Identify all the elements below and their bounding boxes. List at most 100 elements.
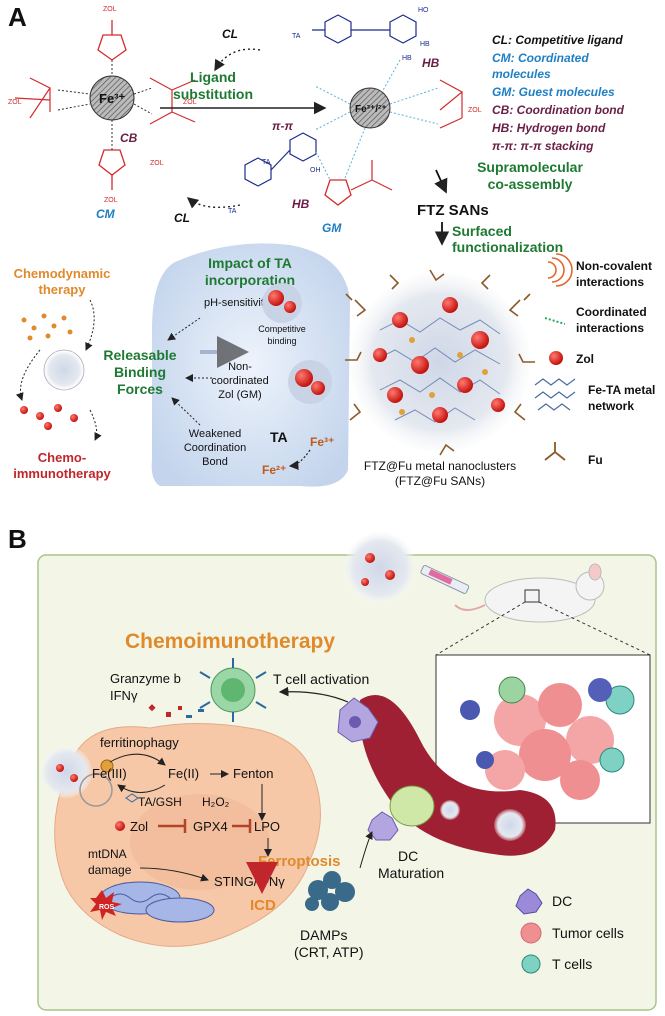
chemo-immunotherapy: Chemo-	[38, 450, 86, 465]
zol-label: ZOL	[183, 99, 197, 106]
damps-icon	[305, 871, 355, 911]
legend-hb: HB: Hydrogen bond	[492, 121, 606, 135]
legend-tcells: T cells	[552, 956, 592, 972]
chemodynamic-therapy: therapy	[39, 282, 87, 297]
hb-atom: HB	[402, 55, 412, 62]
ferritinophagy: ferritinophagy	[100, 735, 179, 750]
impact-title: incorporation	[205, 272, 295, 288]
zol-label: ZOL	[468, 107, 482, 114]
cl-bottom-label: CL	[174, 211, 190, 225]
zol-label: ZOL	[103, 6, 117, 13]
ph-sensitivity: pH-sensitivity	[204, 297, 270, 309]
legend-cm: CM: Coordinated	[492, 51, 589, 65]
fe-ta-network-icon	[534, 378, 576, 411]
nano-caption: (FTZ@Fu SANs)	[395, 474, 485, 488]
damps-label: DAMPs	[300, 927, 347, 943]
non-coordinated-zol: coordinated	[211, 375, 269, 387]
ftz-sans-label: FTZ SANs	[417, 202, 489, 219]
non-coordinated-zol: Non-	[228, 361, 252, 373]
dc-cell-top	[337, 697, 379, 743]
ta-gsh: TA/GSH	[138, 795, 182, 809]
legend-fe-ta: Fe-TA metal	[588, 383, 655, 397]
panel-a-right-legend: Non-covalent interactions Coordinated in…	[534, 253, 655, 467]
weakened-bond: Weakened	[189, 428, 241, 440]
legend-coordinated: interactions	[576, 321, 644, 335]
small-nanocluster	[43, 349, 85, 391]
coordinated-icon	[544, 317, 566, 325]
fe3-label: Fe³⁺	[310, 435, 334, 449]
hb-top-label: HB	[422, 56, 440, 70]
legend-zol: Zol	[576, 352, 594, 366]
cb-label: CB	[120, 131, 138, 145]
panel-a-legend: CL: Competitive ligand CM: Coordinated m…	[492, 33, 625, 153]
competitive-binding: Competitive	[258, 324, 306, 334]
panel-a-label: A	[8, 2, 27, 32]
fenton: Fenton	[233, 766, 273, 781]
surfaced-title: Surfaced	[452, 223, 512, 239]
t-cell-activation: T cell activation	[273, 671, 369, 687]
cm-label: CM	[96, 207, 116, 221]
dc-maturation: DC	[398, 848, 418, 864]
ros-label: ROS	[99, 904, 115, 911]
fe2-b: Fe(II)	[168, 766, 199, 781]
ligand-substitution-title: Ligand	[190, 69, 236, 85]
zol-icon	[549, 351, 563, 365]
ta-atom: TA	[292, 33, 301, 40]
chemo-immunotherapy: immunotherapy	[13, 466, 111, 481]
non-coordinated-zol: Zol (GM)	[218, 389, 261, 401]
supramolecular-title: co-assembly	[488, 176, 573, 192]
orange-particles	[21, 313, 73, 341]
ta-atom: TA	[262, 159, 271, 166]
ligand-substitution-title: substitution	[173, 86, 253, 102]
zol-b: Zol	[130, 819, 148, 834]
legend-tumor: Tumor cells	[552, 925, 624, 941]
dc-icon	[515, 888, 543, 915]
ho-atom: HO	[418, 7, 429, 14]
damps-label: (CRT, ATP)	[294, 944, 364, 960]
legend-cb: CB: Coordination bond	[492, 103, 625, 117]
supramolecular-title: Supramolecular	[477, 159, 583, 175]
ta-label: TA	[270, 429, 288, 445]
legend-fe-ta: network	[588, 399, 634, 413]
granzyme-label: IFNγ	[110, 688, 138, 703]
surfaced-title: functionalization	[452, 239, 563, 255]
legend-pipi: π-π: π-π stacking	[492, 139, 594, 153]
lpo: LPO	[254, 819, 280, 834]
panel-b-legend: DC Tumor cells T cells	[515, 888, 624, 974]
h2o2: H₂O₂	[202, 795, 230, 809]
mtdna-damage: damage	[88, 863, 132, 877]
ferroptosis: Ferroptosis	[258, 853, 341, 870]
noncovalent-icon	[547, 253, 573, 287]
nanocluster-b	[40, 746, 92, 798]
icd: ICD	[250, 897, 276, 914]
cl-top-label: CL	[222, 27, 238, 41]
mtdna-damage: mtDNA	[88, 847, 127, 861]
panel-b-title: Chemoimunotherapy	[125, 630, 335, 653]
releasable-title: Binding	[114, 364, 166, 380]
legend-noncovalent: interactions	[576, 275, 644, 289]
granzyme-label: Granzyme b	[110, 671, 181, 686]
sting-ifn: STING/IFNγ	[214, 874, 285, 889]
pi-pi-label: π-π	[272, 119, 294, 133]
red-particles	[20, 404, 78, 430]
legend-dc: DC	[552, 893, 572, 909]
oh-atom: OH	[310, 167, 321, 174]
hb-bottom-label: HB	[292, 197, 310, 211]
nano-caption: FTZ@Fu metal nanoclusters	[364, 459, 516, 473]
weakened-bond: Bond	[202, 456, 228, 468]
legend-coordinated: Coordinated	[576, 305, 647, 319]
chemodynamic-therapy: Chemodynamic	[14, 266, 111, 281]
competitive-binding: binding	[267, 336, 296, 346]
zol-dot	[115, 821, 125, 831]
fe3-b: Fe(III)	[92, 766, 127, 781]
ftz-fu-nanocluster	[345, 269, 535, 456]
releasable-title: Forces	[117, 381, 163, 397]
tumor-cluster	[460, 676, 635, 800]
panel-b-label: B	[8, 524, 27, 554]
releasable-title: Releasable	[103, 347, 176, 363]
legend-cm-cont: molecules	[492, 67, 551, 81]
ros-burst-icon	[90, 890, 122, 920]
zol-label: ZOL	[150, 160, 164, 167]
